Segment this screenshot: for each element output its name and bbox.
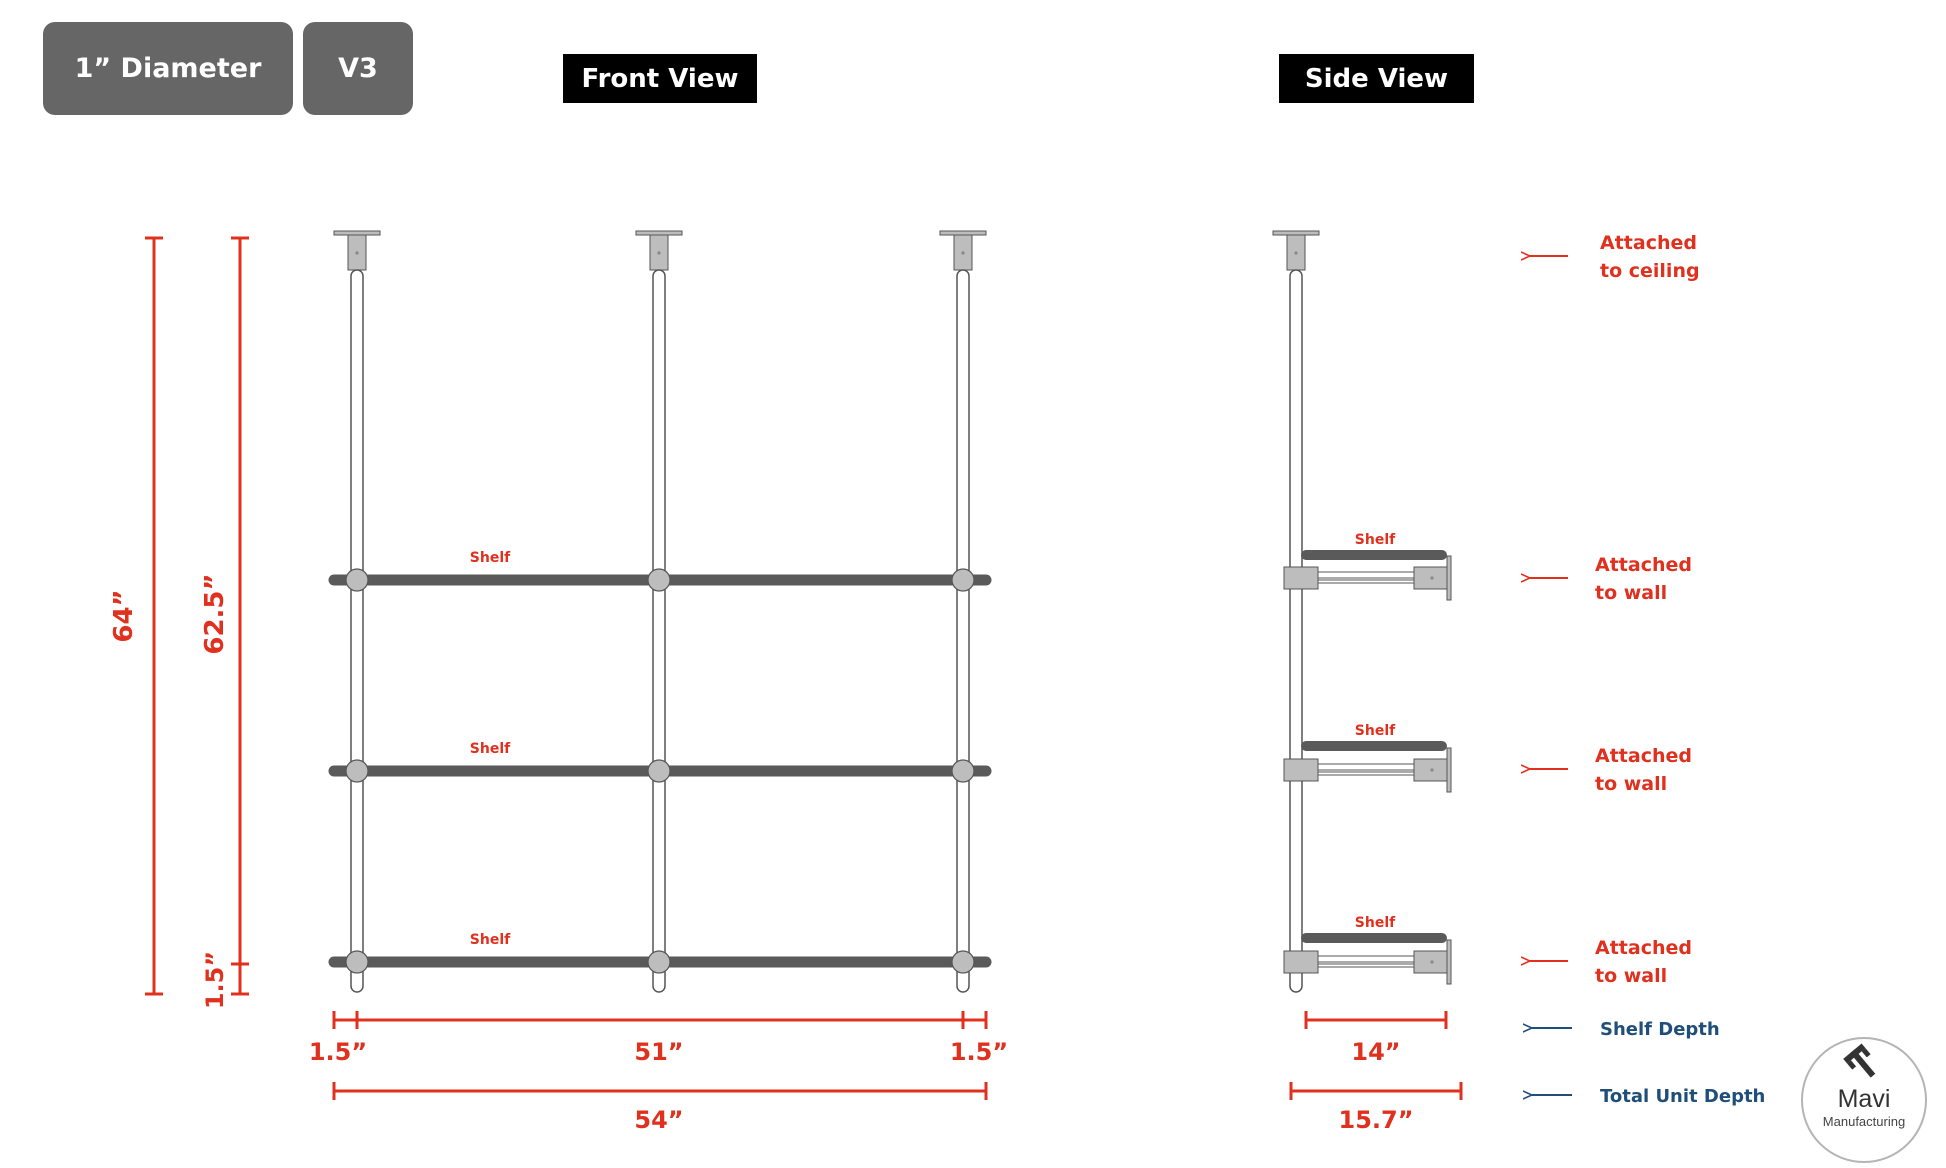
dim-total-height [145,236,163,996]
mavi-logo: Mavi Manufacturing [1801,1037,1927,1163]
diameter-badge: 1” Diameter [43,22,293,115]
side-shelf-label-middle: Shelf [1355,723,1396,739]
dim-right-overhang-label: 1.5” [950,1038,1008,1066]
dim-total-depth [1289,1082,1463,1100]
side-bracket-middle [1283,741,1452,793]
side-bracket-top [1283,550,1452,601]
side-post [1272,230,1320,993]
front-shelf-label-top: Shelf [470,550,511,566]
front-shelf-middle [328,759,992,783]
front-post-middle [635,230,683,993]
dim-total-height-label: 64” [109,589,139,642]
front-post-right [939,230,987,993]
dim-shelf-depth-label: 14” [1351,1038,1400,1066]
wall-middle-annotation-line2: to wall [1595,773,1667,795]
front-shelf-top [328,568,992,592]
total-unit-depth-annotation: Total Unit Depth [1600,1086,1765,1107]
front-shelf-label-middle: Shelf [470,741,511,757]
side-shelf-label-bottom: Shelf [1355,915,1396,931]
front-shelf-label-bottom: Shelf [470,932,511,948]
dim-total-width-label: 54” [634,1106,683,1134]
dim-shelf-depth [1304,1011,1448,1029]
dim-total-depth-label: 15.7” [1339,1106,1414,1134]
logo-name: Mavi [1838,1085,1891,1113]
wall-bottom-annotation-line2: to wall [1595,965,1667,987]
version-badge: V3 [303,22,413,115]
wall-middle-annotation-line1: Attached [1595,745,1692,767]
side-bracket-bottom [1283,933,1452,985]
dim-total-width [332,1082,988,1100]
dim-post-height-label: 62.5” [200,573,230,654]
wall-top-annotation-line1: Attached [1595,554,1692,576]
front-shelf-bottom [328,950,992,974]
dim-span-label: 51” [634,1038,683,1066]
wall-bottom-annotation-line1: Attached [1595,937,1692,959]
dim-left-overhang-label: 1.5” [309,1038,367,1066]
shelf-depth-annotation: Shelf Depth [1600,1019,1720,1040]
caliper-icon [1843,1043,1876,1078]
wall-top-annotation-line2: to wall [1595,582,1667,604]
front-view: Shelf Shelf Shelf 64” 62.5” 1.5” 1.5” 51… [109,230,1008,1134]
side-view: Shelf Shelf Shelf 14” 15.7” [1272,230,1463,1134]
ceiling-annotation-line1: Attached [1600,232,1697,254]
dim-span [332,1011,988,1029]
side-shelf-label-top: Shelf [1355,532,1396,548]
ceiling-annotation-line2: to ceiling [1600,260,1700,282]
side-view-title: Side View [1279,54,1474,103]
annotations: Attached to ceiling Attached to wall Att… [1530,232,1765,1107]
logo-subtitle: Manufacturing [1823,1114,1905,1129]
dim-bottom-overhang-label: 1.5” [201,951,229,1009]
front-view-title: Front View [563,54,757,103]
front-post-left [333,230,381,993]
dim-post-height [231,236,249,996]
